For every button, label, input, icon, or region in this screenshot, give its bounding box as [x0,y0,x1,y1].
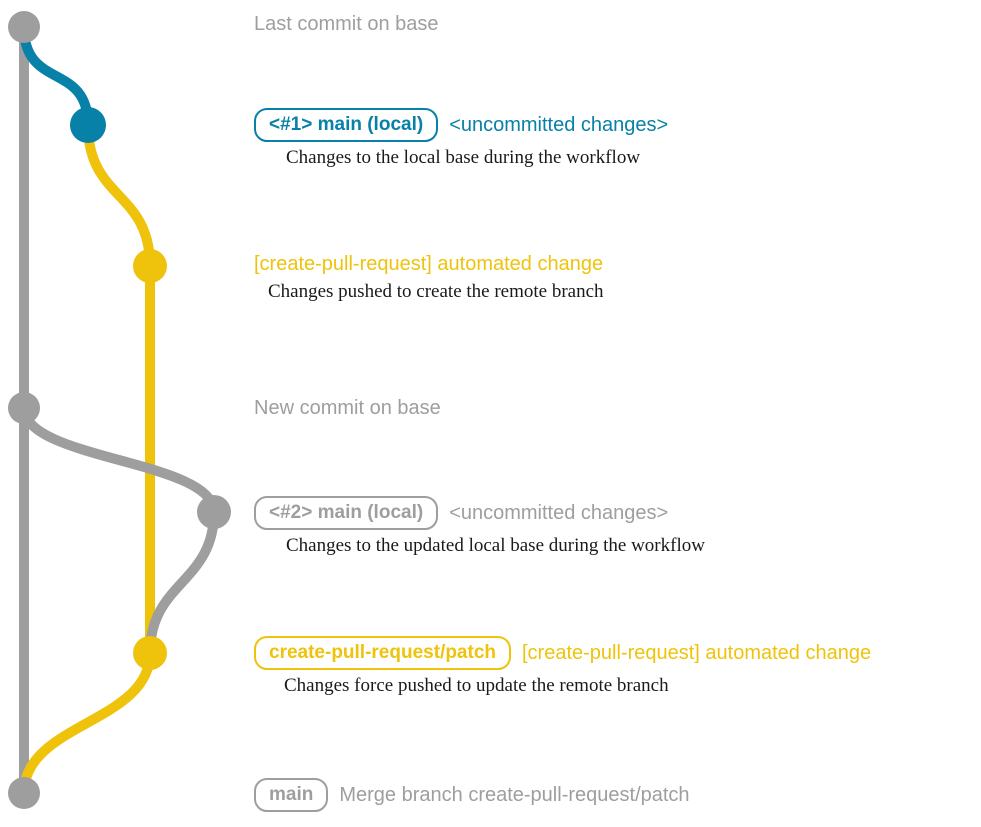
annotation-headline: create-pull-request/patch [create-pull-re… [254,636,871,670]
commit-subject: Last commit on base [254,13,439,35]
annotation-local-2: <#2> main (local) <uncommitted changes> Ch… [254,496,705,557]
annotation-local-1: <#1> main (local) <uncommitted changes> Ch… [254,108,668,169]
commit-subject: New commit on base [254,397,441,419]
branch-tag[interactable]: main [254,778,329,812]
annotation-stack: <#1> main (local) <uncommitted changes> Ch… [254,108,668,169]
annotation-patch-force-push: create-pull-request/patch [create-pull-re… [254,636,871,697]
commit-node-c3[interactable] [133,249,167,283]
graph-edge-base-to-local2 [19,403,219,517]
commit-node-c1[interactable] [8,11,40,43]
annotation-stack: create-pull-request/patch [create-pull-re… [254,636,871,697]
commit-node-c6[interactable] [133,636,167,670]
annotation-headline: <#1> main (local) <uncommitted changes> [254,108,668,142]
annotation-stack: main Merge branch create-pull-request/pat… [254,778,690,812]
graph-edge-local2-to-patch2 [145,507,219,658]
graph-edge-local1-to-patch1 [83,120,155,271]
commit-node-c2[interactable] [70,107,106,143]
commit-node-c7[interactable] [8,777,40,809]
graph-edge-patch2-merge-to-base [19,648,155,798]
annotation-headline: main Merge branch create-pull-request/pat… [254,778,690,812]
commit-node-c4[interactable] [8,392,40,424]
commit-body: Changes to the updated local base during… [286,535,705,556]
annotation-headline: [create-pull-request] automated change [254,252,604,276]
annotation-stack: Last commit on base [254,12,439,36]
branch-tag[interactable]: <#1> main (local) [254,108,439,142]
graph-edge-branch-base-to-local1 [19,22,93,130]
annotation-new-commit-on-base: New commit on base [254,396,441,420]
commit-subject: Merge branch create-pull-request/patch [339,784,690,806]
graph-node-layer [8,11,231,809]
annotation-stack: New commit on base [254,396,441,420]
branch-tag[interactable]: create-pull-request/patch [254,636,511,670]
commit-subject: <uncommitted changes> [449,502,669,524]
commit-body: Changes force pushed to update the remot… [284,675,669,696]
commit-subject: <uncommitted changes> [449,114,669,136]
branch-tag[interactable]: <#2> main (local) [254,496,439,530]
commit-body: Changes pushed to create the remote bran… [268,281,604,302]
graph-edge-layer [19,22,219,798]
annotation-headline: New commit on base [254,396,441,420]
commit-node-c5[interactable] [197,495,231,529]
annotation-last-commit-on-base: Last commit on base [254,12,439,36]
annotation-headline: <#2> main (local) <uncommitted changes> [254,496,705,530]
commit-subject: [create-pull-request] automated change [522,642,872,664]
annotation-merge: main Merge branch create-pull-request/pat… [254,778,690,812]
commit-subject: [create-pull-request] automated change [254,253,604,275]
commit-body: Changes to the local base during the wor… [286,147,641,168]
annotation-headline: Last commit on base [254,12,439,36]
annotation-stack: <#2> main (local) <uncommitted changes> Ch… [254,496,705,557]
